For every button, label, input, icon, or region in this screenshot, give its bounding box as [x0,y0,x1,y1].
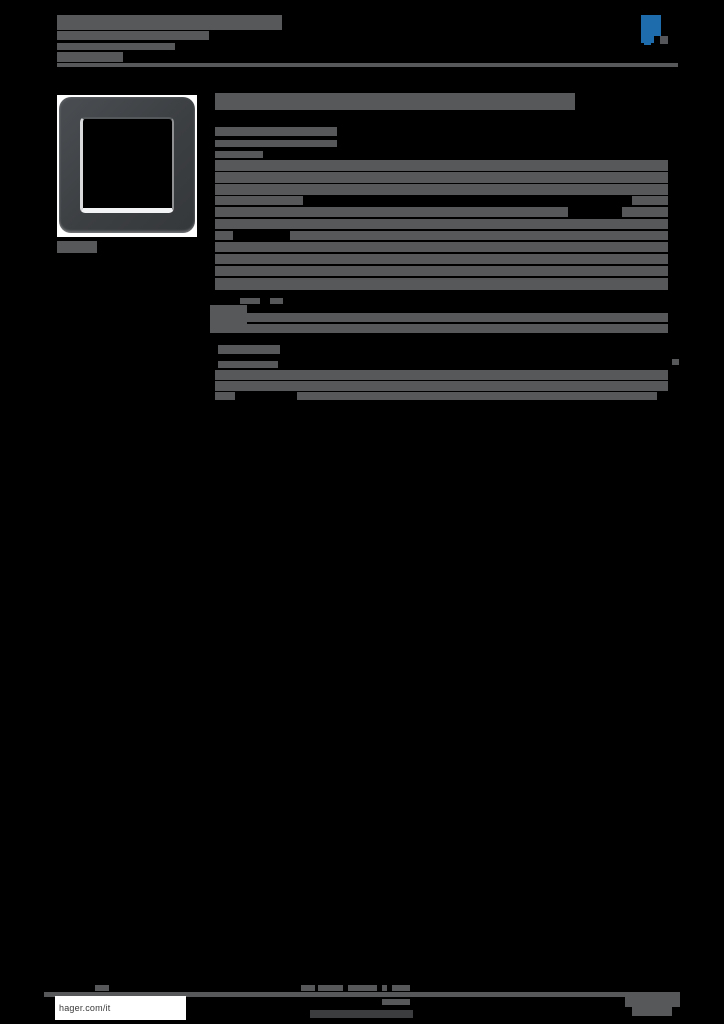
section-heading [215,127,337,136]
feature-line [215,278,668,290]
table-cell [215,392,235,400]
footer-mark [95,985,109,991]
feature-value [290,231,668,240]
note-fragment [240,298,260,304]
header-subtitle-line [57,52,123,62]
note-fragment [270,298,283,304]
feature-line [215,207,568,217]
product-title-line [215,93,575,110]
feature-line [215,184,668,195]
footer-pagebox [632,1007,672,1016]
header-title-line [57,15,282,30]
table-row [215,381,668,391]
footnote-mark [672,359,679,365]
section2-heading [218,345,280,354]
header-divider [57,63,678,67]
feature-line [215,196,303,205]
feature-line [215,254,668,264]
feature-line [215,151,263,158]
feature-line [215,242,668,252]
feature-line [215,231,233,240]
footer-site-box: hager.com/it [55,996,186,1020]
table-cell [297,392,657,400]
photo-caption [57,241,97,253]
note-line [247,324,668,333]
footer-mark [348,985,377,991]
hager-logo-tip [644,42,651,45]
note-line [247,313,668,322]
product-frame-outer [59,97,195,233]
feature-line [215,172,668,183]
section-heading [215,140,337,147]
footer-rule [44,992,679,997]
section2-label [218,361,278,368]
footer-site-link[interactable]: hager.com/it [59,1003,111,1013]
header-title-line [57,31,209,40]
footer-mark [310,1010,413,1018]
table-row [215,370,668,380]
footer-mark [318,985,343,991]
feature-line [215,160,668,171]
feature-line [215,266,668,276]
hager-logo-flag [641,15,661,36]
feature-line [215,219,668,229]
footer-mark [382,999,410,1005]
footer-mark [392,985,410,991]
hager-logo-fold [641,36,654,43]
note-icon [210,305,247,333]
header-subtitle-line [57,43,175,50]
footer-mark [382,985,387,991]
feature-value [632,196,668,205]
product-image [57,95,197,237]
hager-logo-shadow [660,36,668,44]
product-frame-opening [80,117,174,213]
footer-pagebox [625,992,680,1007]
footer-mark [301,985,315,991]
hager-logo-icon [641,15,669,45]
feature-value [622,207,668,217]
